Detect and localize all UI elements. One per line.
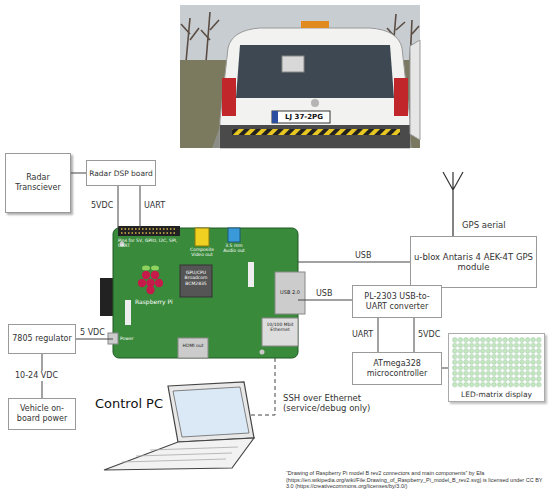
edge-label: UART bbox=[144, 201, 165, 211]
gpio-header bbox=[118, 226, 180, 236]
tail-light bbox=[394, 78, 408, 116]
logo-leaf bbox=[151, 266, 159, 271]
connector-line bbox=[298, 262, 410, 263]
logo-berry bbox=[138, 279, 146, 287]
logo-berry bbox=[155, 279, 163, 287]
edge-label: UART bbox=[352, 330, 373, 340]
connector-line bbox=[249, 358, 275, 415]
ethernet-port bbox=[262, 318, 298, 346]
car-badge bbox=[311, 99, 319, 107]
tail-light bbox=[222, 78, 236, 116]
laptop-screen bbox=[173, 387, 249, 437]
node-text: Raspberry Pi bbox=[135, 298, 173, 305]
process-box: Radar Transciever bbox=[5, 153, 71, 213]
pin-label: Pins for 5V, GPIO, I2C, SPI, UART bbox=[118, 238, 190, 249]
process-box: Radar DSP board bbox=[86, 160, 156, 186]
logo-berry bbox=[151, 271, 159, 279]
keyboard-keys bbox=[122, 447, 238, 462]
chip-label: GPU/CPU Broadcom BCM2835 bbox=[181, 270, 211, 286]
connector-line bbox=[140, 186, 141, 228]
laptop-keyboard bbox=[104, 438, 254, 470]
hazard-tape bbox=[232, 129, 400, 135]
port-label: Composite Video out bbox=[186, 247, 218, 258]
rear-window bbox=[236, 45, 394, 98]
gpio-pins bbox=[121, 229, 177, 233]
process-box: PL-2303 USB-to-UART converter bbox=[352, 285, 442, 318]
node-text: Radar Transciever bbox=[8, 173, 68, 192]
roof-beacon bbox=[301, 21, 329, 28]
node-text: LED-matrix display bbox=[449, 390, 544, 399]
edge-label: 5VDC bbox=[418, 330, 440, 340]
connector-line bbox=[414, 318, 415, 352]
port-label: HDMI out bbox=[178, 343, 208, 348]
connector-line bbox=[76, 339, 113, 340]
dsi-connector bbox=[125, 300, 131, 325]
csi-connector bbox=[248, 262, 254, 287]
composite-jack bbox=[195, 228, 209, 246]
antenna-label: GPS aerial bbox=[462, 220, 506, 230]
edge-label: SSH over Ethernet (service/debug only) bbox=[283, 393, 373, 413]
mount-hole bbox=[260, 350, 265, 355]
hazard-tape bbox=[232, 129, 400, 135]
node-text: Radar DSP board bbox=[89, 169, 153, 178]
license-plate bbox=[272, 111, 330, 123]
edge-label: 5 VDC bbox=[80, 328, 105, 338]
car-bumper bbox=[220, 125, 410, 148]
plate-number: LJ 37-2PG bbox=[278, 113, 330, 121]
radar-device bbox=[282, 56, 304, 72]
edge-label: USB bbox=[355, 251, 371, 261]
process-box: u-blox Antaris 4 AEK-4T GPS module bbox=[410, 236, 537, 288]
credit-note: “Drawing of Raspberry Pi model B rev2 co… bbox=[286, 470, 548, 490]
hdmi-port bbox=[178, 338, 208, 358]
open-door bbox=[410, 40, 420, 140]
usb-ports bbox=[275, 272, 305, 314]
node-text: Control PC bbox=[95, 396, 163, 412]
laptop-lid bbox=[168, 382, 254, 442]
logo-berry bbox=[146, 286, 154, 294]
power-port bbox=[108, 333, 118, 344]
antenna-symbol bbox=[443, 172, 463, 236]
led-matrix bbox=[452, 337, 542, 387]
node-text: u-blox Antaris 4 AEK-4T GPS module bbox=[413, 252, 534, 272]
connector-line bbox=[378, 318, 379, 352]
node-text: PL-2303 USB-to-UART converter bbox=[355, 292, 439, 311]
edge-label: 5VDC bbox=[91, 201, 113, 211]
port-label: 3.5 mm Audio out bbox=[220, 243, 248, 254]
display-node: LED-matrix display bbox=[448, 333, 545, 402]
connector-line bbox=[118, 186, 119, 228]
audio-jack bbox=[228, 228, 240, 242]
process-box: Vehicle on-board power bbox=[8, 398, 76, 430]
edge-label: 10-24 VDC bbox=[14, 371, 59, 381]
process-box: ATmega328 microcontroller bbox=[352, 352, 442, 385]
logo-berry bbox=[142, 271, 150, 279]
node-text: Vehicle on-board power bbox=[11, 404, 73, 423]
port-label: 10/100 Mbit Ethernet bbox=[262, 322, 298, 333]
edge-label: USB bbox=[316, 289, 332, 299]
connector-line bbox=[298, 300, 352, 301]
node-text: ATmega328 microcontroller bbox=[355, 359, 439, 378]
pi-board bbox=[113, 228, 298, 358]
process-box: 7805 regulator bbox=[8, 324, 76, 354]
soc-chip bbox=[180, 265, 212, 297]
port-label: Power bbox=[120, 336, 134, 341]
node-text: 7805 regulator bbox=[12, 334, 72, 344]
port-label: USB 2.0 bbox=[276, 289, 304, 295]
computer-node: Control PC bbox=[95, 380, 249, 475]
sd-card bbox=[100, 278, 114, 316]
logo-leaf bbox=[142, 266, 150, 271]
connector-line bbox=[71, 173, 86, 174]
plate-strip bbox=[272, 111, 278, 123]
car-body bbox=[220, 28, 410, 148]
photo-sky bbox=[180, 5, 420, 148]
